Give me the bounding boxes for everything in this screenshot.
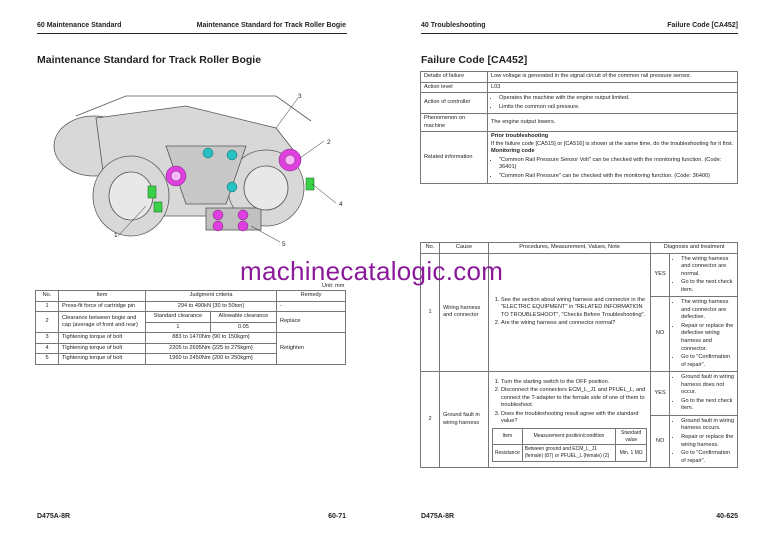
- watermark-text: machinecatalogic.com: [240, 256, 504, 286]
- callout-4: 4: [339, 201, 343, 208]
- table-row: 2 Ground fault in wiring harness Turn th…: [420, 371, 738, 469]
- right-page: 40 Troubleshooting Failure Code [CA452] …: [384, 0, 768, 543]
- right-header-section: 40 Troubleshooting: [421, 22, 486, 29]
- col-item: Item: [58, 290, 146, 302]
- left-footer-page: 60-71: [328, 513, 346, 520]
- col-no: No.: [35, 290, 59, 302]
- callout-1: 1: [114, 232, 118, 239]
- callout-3: 3: [298, 93, 302, 100]
- left-header-rule: [37, 33, 347, 34]
- table-row: 3 Tightening torque of bolt 883 to 1470N…: [35, 332, 346, 365]
- left-footer-model: D475A-8R: [37, 513, 71, 520]
- failure-info-table: Details of failure Low voltage is genera…: [420, 71, 738, 184]
- track-roller-bogie-illustration: [53, 95, 337, 243]
- table-row: 2 Clearance between bogie and cap (avera…: [35, 311, 346, 334]
- right-header-rule: [421, 33, 738, 34]
- table-row: 5 Tightening torque of bolt 1960 to 2450…: [35, 353, 346, 365]
- col-remedy: Remedy: [276, 290, 346, 302]
- maintenance-standard-table: No. Item Judgment criteria Remedy 1 Pres…: [35, 290, 346, 365]
- right-footer-model: D475A-8R: [421, 513, 455, 520]
- right-header-topic: Failure Code [CA452]: [667, 22, 738, 29]
- table-row: NO Ground fault in wiring harness occurs…: [421, 414, 738, 469]
- table-row: 1 Wiring harness and connector See the s…: [420, 252, 738, 373]
- table-row: NO The wiring harness and connector are …: [421, 296, 738, 373]
- left-page: 60 Maintenance Standard Maintenance Stan…: [35, 22, 347, 520]
- right-footer-page: 40-625: [716, 513, 738, 520]
- callout-2: 2: [327, 139, 331, 146]
- measurement-table: Item Measurement position/condition Stan…: [492, 427, 648, 462]
- left-page-title: Maintenance Standard for Track Roller Bo…: [37, 54, 262, 66]
- callout-5: 5: [282, 241, 286, 248]
- col-judgment: Judgment criteria: [145, 290, 277, 302]
- right-page-title: Failure Code [CA452]: [421, 54, 528, 66]
- table-row: 1 Press-fit force of cartridge pin 294 t…: [35, 300, 346, 313]
- troubleshooting-table: No. Cause Procedures, Measurement, Value…: [420, 242, 738, 469]
- unit-label: Unit: mm: [322, 283, 345, 289]
- left-header-section: 60 Maintenance Standard: [37, 22, 122, 29]
- left-header-topic: Maintenance Standard for Track Roller Bo…: [196, 22, 346, 29]
